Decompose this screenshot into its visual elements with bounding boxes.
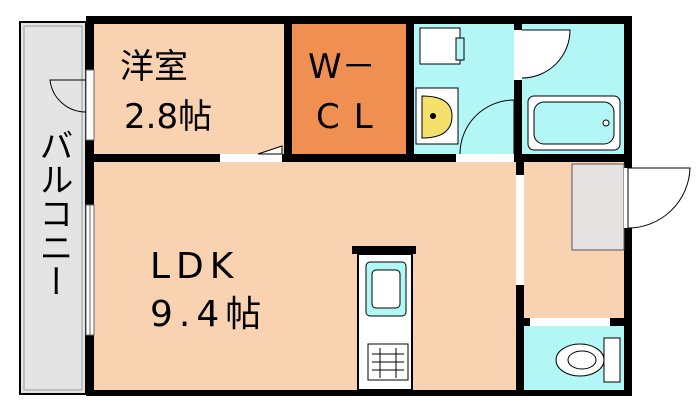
balcony-window-upper — [85, 69, 95, 141]
bathroom-door-swing — [521, 29, 571, 79]
toilet-seat — [567, 350, 597, 370]
western-room-floor — [94, 24, 284, 154]
western-room-size: 2.8帖 — [124, 97, 212, 137]
kitchen-sink-basin — [371, 269, 401, 309]
balcony-area — [19, 21, 87, 395]
ldk-floor — [94, 162, 516, 390]
balcony-rail — [23, 25, 83, 391]
shoe-cabinet — [571, 163, 625, 251]
western-room-door-leaf — [257, 145, 283, 155]
balcony-label: バルコニー — [33, 128, 73, 298]
vanity-drain — [430, 113, 436, 119]
walk-in-closet-label-line1: W－ — [308, 47, 376, 87]
washroom-door-gap — [456, 154, 514, 162]
ldk-name: LDK — [150, 246, 239, 287]
washing-machine-drain — [455, 37, 465, 61]
bathroom-door-gap — [514, 30, 522, 80]
washing-machine-pan — [419, 27, 461, 65]
balcony-door-swing — [49, 79, 87, 113]
western-room-name: 洋室 — [120, 47, 188, 87]
toilet-tank — [603, 337, 621, 383]
kitchen-counter-wall — [352, 246, 416, 254]
bathtub-inner — [533, 101, 615, 145]
bathtub-drain — [602, 119, 610, 127]
hall-door-gap — [516, 175, 524, 285]
walk-in-closet-floor — [292, 24, 406, 154]
entrance-door-swing — [627, 167, 691, 229]
washroom-door-swing — [459, 99, 515, 155]
toilet-door-gap — [530, 318, 610, 326]
ldk-size: 9.4帖 — [150, 294, 267, 335]
walk-in-closet-label-line2: CL — [316, 97, 387, 137]
western-room-door-gap — [220, 154, 282, 162]
vanity-basin — [421, 95, 453, 139]
